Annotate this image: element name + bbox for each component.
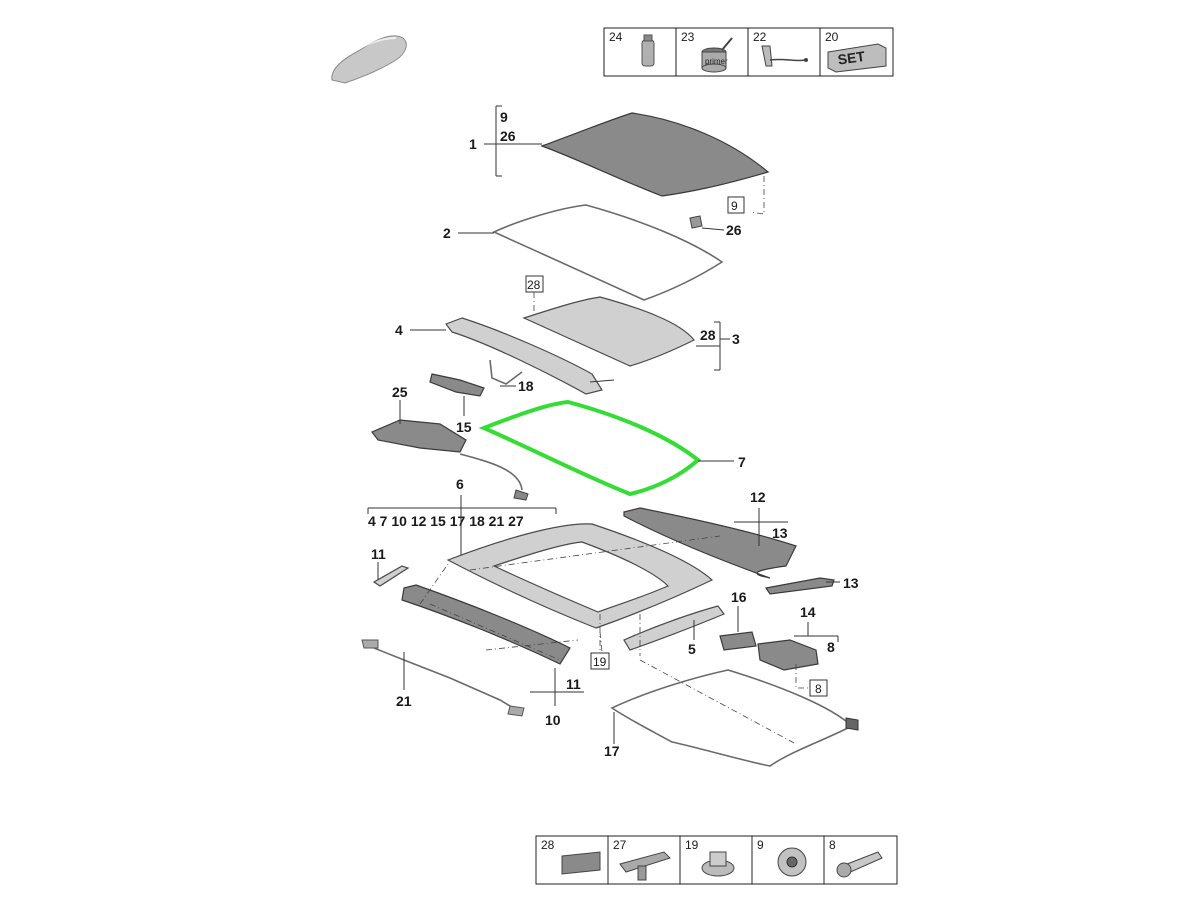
callout-16: 16 bbox=[731, 589, 747, 605]
callout-8: 8 bbox=[827, 639, 835, 655]
bolt-icon bbox=[836, 851, 883, 878]
part-5-bracket bbox=[623, 605, 725, 651]
part-10-rear-panel bbox=[401, 584, 571, 665]
car-icon bbox=[331, 35, 407, 84]
part-6-frame-assembly bbox=[446, 523, 714, 629]
spray-can-icon bbox=[641, 34, 655, 67]
set-label: SET bbox=[837, 48, 867, 68]
top-legend-table: 24 23 22 20 primer SET bbox=[603, 27, 894, 77]
part-11-guide bbox=[372, 565, 410, 587]
callout-7: 7 bbox=[738, 454, 746, 470]
part-3-headliner bbox=[522, 296, 695, 367]
callout-11: 11 bbox=[371, 546, 386, 562]
part-2-seal-frame bbox=[492, 204, 724, 301]
legend-num-24: 24 bbox=[609, 30, 623, 44]
callout-3-28: 28 bbox=[700, 327, 716, 343]
legend-num-8: 8 bbox=[829, 838, 836, 852]
callout-26: 26 bbox=[726, 222, 742, 238]
callout-1: 1 bbox=[469, 136, 477, 152]
part-17-cable-harness bbox=[610, 669, 859, 767]
part-16-control-unit bbox=[719, 631, 757, 651]
part-13-strip bbox=[764, 577, 835, 595]
callout-1-9: 9 bbox=[500, 109, 508, 125]
callout-box-9: 9 bbox=[731, 199, 738, 213]
callout-box-28: 28 bbox=[527, 278, 541, 292]
part-12-deflector bbox=[623, 507, 797, 579]
callout-15: 15 bbox=[456, 419, 472, 435]
part-7-highlighted-seal bbox=[478, 399, 702, 497]
part-26-clip bbox=[689, 215, 703, 229]
nut-icon bbox=[701, 851, 735, 877]
set-box-icon: SET bbox=[827, 43, 887, 73]
callout-box-19: 19 bbox=[593, 655, 607, 669]
grommet-icon bbox=[777, 847, 807, 877]
legend-num-28: 28 bbox=[541, 838, 555, 852]
callout-13-a: 13 bbox=[772, 525, 788, 541]
callout-21: 21 bbox=[396, 693, 412, 709]
tool-icon bbox=[761, 45, 808, 67]
part-1-glass-panel bbox=[540, 112, 770, 197]
highlight-outline bbox=[478, 399, 702, 497]
callout-5: 5 bbox=[688, 641, 696, 657]
callout-3: 3 bbox=[732, 331, 740, 347]
callout-14: 14 bbox=[800, 604, 816, 620]
callout-18: 18 bbox=[518, 378, 534, 394]
legend-num-19: 19 bbox=[685, 838, 699, 852]
callout-2: 2 bbox=[443, 225, 451, 241]
callout-11-b: 11 bbox=[566, 676, 581, 692]
legend-num-23: 23 bbox=[681, 30, 695, 44]
primer-label: primer bbox=[705, 57, 728, 66]
callout-6-list: 4 7 10 12 15 17 18 21 27 bbox=[368, 513, 524, 529]
part-4-front-bar bbox=[445, 317, 615, 395]
primer-can-icon: primer bbox=[701, 37, 733, 73]
bottom-legend-table: 28 27 19 9 8 bbox=[535, 835, 898, 885]
callout-10: 10 bbox=[545, 712, 561, 728]
callout-13: 13 bbox=[843, 575, 859, 591]
legend-num-20: 20 bbox=[825, 30, 839, 44]
part-15-module bbox=[429, 373, 485, 397]
callout-4: 4 bbox=[395, 322, 403, 338]
part-21-rod bbox=[361, 639, 525, 717]
part-25-drive-unit bbox=[371, 419, 529, 501]
callout-17: 17 bbox=[604, 743, 620, 759]
clip-icon bbox=[619, 851, 671, 881]
pad-icon bbox=[561, 851, 601, 875]
callout-box-8: 8 bbox=[815, 682, 822, 696]
callout-25: 25 bbox=[392, 384, 408, 400]
callout-6: 6 bbox=[456, 476, 464, 492]
legend-num-22: 22 bbox=[753, 30, 767, 44]
part-14-motor bbox=[757, 639, 819, 671]
part-18-cable bbox=[489, 359, 523, 385]
callout-12: 12 bbox=[750, 489, 766, 505]
legend-num-27: 27 bbox=[613, 838, 627, 852]
callout-1-26: 26 bbox=[500, 128, 516, 144]
legend-num-9: 9 bbox=[757, 838, 764, 852]
